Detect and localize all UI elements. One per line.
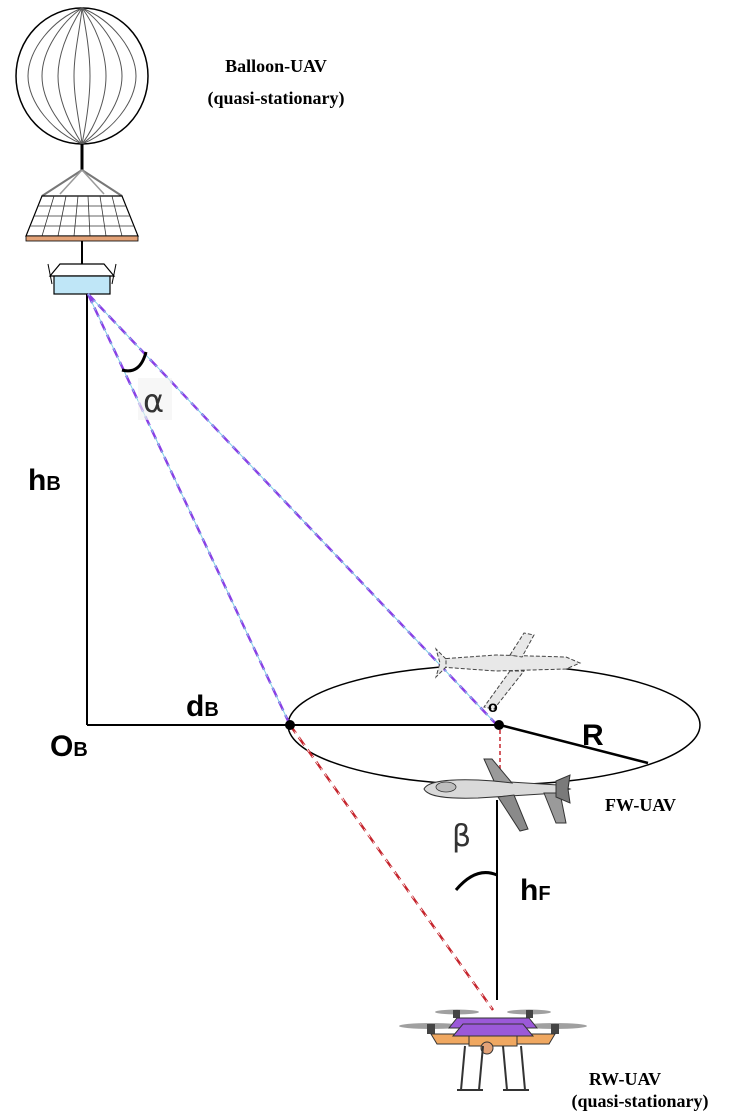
- balloon-rays: [86, 293, 498, 726]
- hf-label: hF: [520, 874, 551, 907]
- balloon-label-line2: (quasi-stationary): [207, 88, 344, 109]
- fw-uav-ghost-icon: [434, 632, 582, 710]
- fw-uav-icon: [423, 758, 572, 832]
- rw-uav-label-line2: (quasi-stationary): [571, 1091, 708, 1112]
- balloon-label-line1: Balloon-UAV: [225, 56, 327, 76]
- alpha-label: α: [143, 382, 164, 420]
- alpha-arc: [121, 351, 148, 373]
- beta-label: β: [452, 819, 471, 854]
- ob-label: OB: [50, 730, 88, 763]
- rw-uav-icon: [399, 1009, 587, 1091]
- beta-arc: [454, 871, 498, 891]
- rw-ray: [288, 724, 495, 1011]
- radius-line: [499, 723, 649, 765]
- balloon-uav-icon: [15, 7, 149, 197]
- payload-icon: [47, 241, 117, 295]
- solar-panel-icon: [25, 195, 139, 242]
- hb-label: hB: [28, 464, 61, 497]
- geometry-lines: [86, 294, 701, 1000]
- db-label: dB: [186, 690, 219, 723]
- point-o: [494, 720, 504, 730]
- rw-uav-label-line1: RW-UAV: [589, 1069, 661, 1089]
- o-label: o: [488, 699, 498, 716]
- point-db: [285, 720, 295, 730]
- r-label: R: [582, 719, 604, 752]
- fw-uav-label: FW-UAV: [605, 795, 676, 815]
